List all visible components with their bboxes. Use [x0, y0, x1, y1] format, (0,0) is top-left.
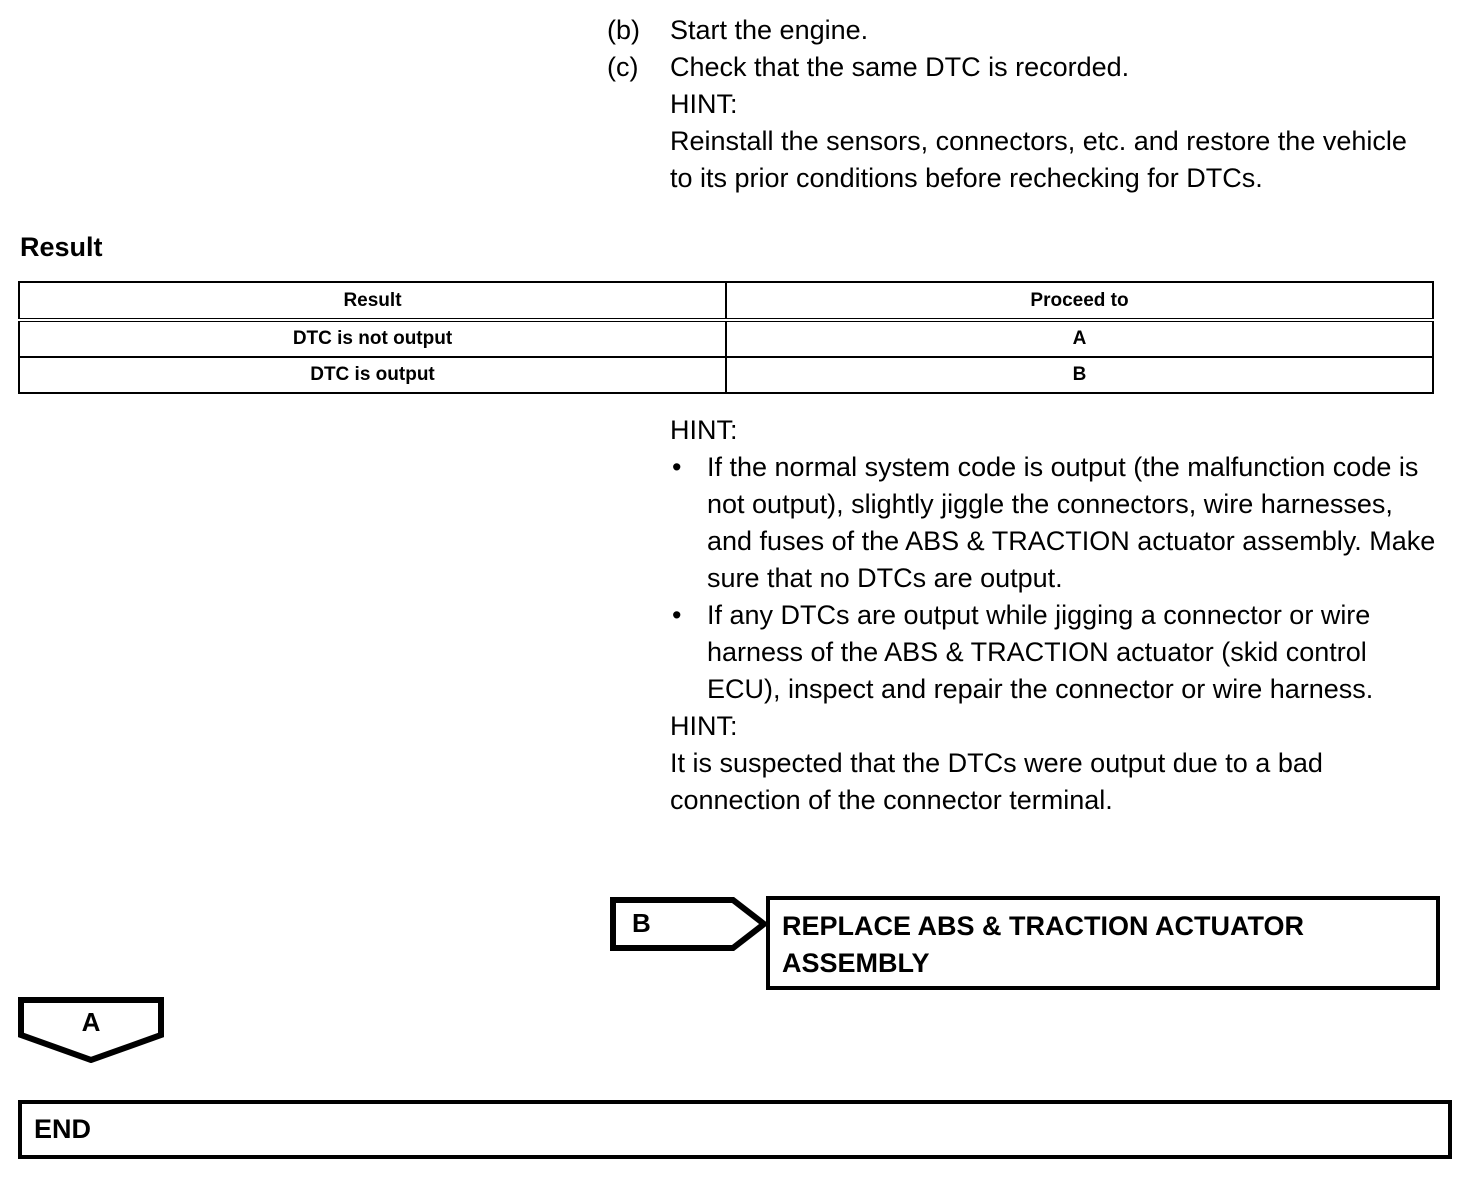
hint-label-2: HINT: [670, 711, 738, 741]
hint-bullet-1: • If the normal system code is output (t… [670, 449, 1445, 597]
hint-label-1: HINT: [670, 415, 738, 445]
step-label-b: (b) [607, 15, 640, 45]
hint-bullet-2: • If any DTCs are output while jigging a… [670, 597, 1445, 708]
table-cell-proceed-1: A [725, 320, 1434, 358]
table-header-row: Result Proceed to [18, 281, 1434, 322]
flow-end-box: END [18, 1100, 1452, 1159]
hint-bullet-2-text: If any DTCs are output while jigging a c… [707, 600, 1374, 704]
result-section-heading: Result [20, 232, 103, 262]
step-item-b: (b) Start the engine. [607, 12, 1437, 49]
table-row: DTC is output B [18, 356, 1434, 394]
table-cell-proceed-2: B [725, 356, 1434, 394]
table-cell-result-1: DTC is not output [18, 320, 727, 358]
pentagon-down-icon [18, 997, 164, 1063]
table-row: DTC is not output A [18, 320, 1434, 358]
action-box-replace-text: REPLACE ABS & TRACTION ACTUATOR ASSEMBLY [782, 911, 1304, 978]
table-header-result: Result [18, 281, 727, 322]
hint-block: HINT: • If the normal system code is out… [670, 412, 1445, 819]
bullet-icon: • [672, 452, 682, 482]
flow-end-label: END [34, 1114, 92, 1144]
table-cell-result-2: DTC is output [18, 356, 727, 394]
flow-connector-a-label: A [81, 1007, 101, 1037]
step-text-b: Start the engine. [670, 15, 869, 45]
flow-connector-a: A [18, 997, 164, 1063]
bullet-icon: • [672, 600, 682, 630]
flow-connector-b-label: B [632, 908, 651, 938]
step-label-c: (c) [607, 52, 639, 82]
procedure-steps: (b) Start the engine. (c) Check that the… [607, 12, 1437, 197]
table-header-proceed-to: Proceed to [725, 281, 1434, 322]
action-box-replace-actuator: REPLACE ABS & TRACTION ACTUATOR ASSEMBLY [766, 896, 1440, 990]
flow-connector-b: B [610, 897, 767, 951]
pentagon-arrow-icon [610, 897, 767, 951]
hint-bullet-1-text: If the normal system code is output (the… [707, 452, 1436, 593]
step-text-c: Check that the same DTC is recorded. [670, 52, 1130, 82]
result-table: Result Proceed to DTC is not output A DT… [18, 281, 1434, 394]
step-item-c: (c) Check that the same DTC is recorded. [607, 49, 1437, 86]
step-c-hint-label: HINT: [670, 89, 738, 119]
hint-text-2: It is suspected that the DTCs were outpu… [670, 748, 1323, 815]
step-c-hint-text: Reinstall the sensors, connectors, etc. … [670, 126, 1407, 193]
